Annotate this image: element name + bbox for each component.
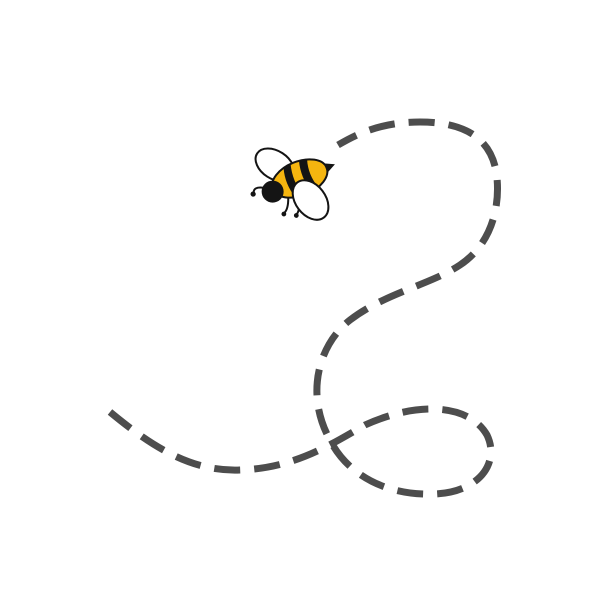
bee-stinger [323,163,335,173]
bee-antenna-tip [250,191,256,197]
flight-path-trail [107,118,501,498]
bee-wing-front [291,179,330,221]
bee-head [261,180,284,203]
bee-foot [293,213,299,218]
bee-leg [283,198,290,214]
bee-foot [281,211,287,217]
bee-icon [250,147,335,221]
